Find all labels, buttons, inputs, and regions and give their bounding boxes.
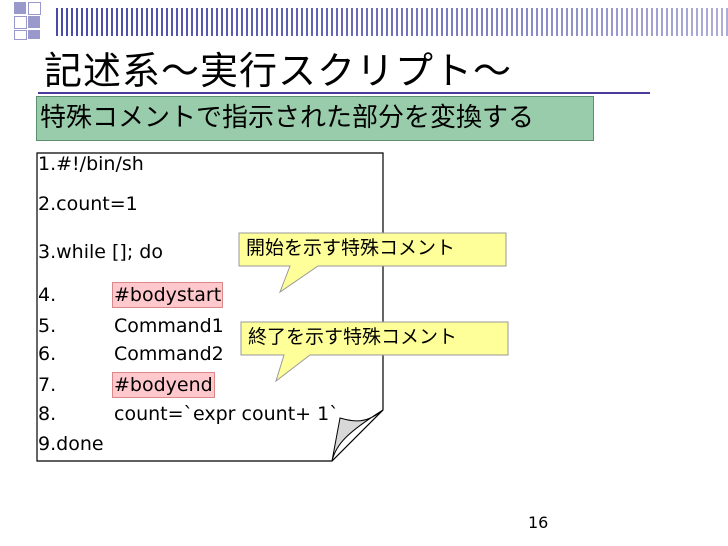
code-line: 9.done [38,432,104,456]
script-listing: 1.#!/bin/sh 2.count=1 3.while []; do 4. #bod… [36,152,384,462]
code-line: 3.while []; do [38,240,163,264]
callout-end-text: 終了を示す特殊コメント [248,326,458,348]
decorative-square [28,30,40,39]
line-number: 6. [38,343,57,365]
code-line: 7. #bodyend [38,372,215,398]
code-text: count=`expr count+ 1` [114,403,339,425]
callout-start-text: 開始を示す特殊コメント [246,237,456,259]
code-line: 5. Command1 [38,314,224,338]
subtitle-banner: 特殊コメントで指示された部分を変換する [36,96,594,141]
callout-start: 開始を示す特殊コメント [238,232,510,294]
code-text: Command2 [114,343,224,365]
code-text: while []; do [56,241,163,263]
header-decoration [0,0,728,42]
line-number: 4. [38,284,57,306]
line-number: 2. [38,193,57,215]
decorative-square [28,16,40,28]
line-number: 7. [38,374,57,396]
decorative-square [14,16,27,29]
special-comment: #bodyend [112,372,215,398]
line-number: 1. [38,153,57,175]
code-line: 8. count=`expr count+ 1` [38,402,339,426]
line-number: 8. [38,403,57,425]
code-line: 1.#!/bin/sh [38,152,144,176]
code-line: 6. Command2 [38,342,224,366]
decorative-square [14,2,26,14]
decorative-square [14,30,27,40]
slide-title: 記述系〜実行スクリプト〜 [44,49,513,93]
decorative-square [28,2,41,15]
title-underline [38,92,650,94]
page-number: 16 [528,513,549,532]
line-number: 3. [38,241,57,263]
callout-end: 終了を示す特殊コメント [240,321,512,383]
line-number: 5. [38,315,57,337]
code-text: done [56,433,104,455]
code-text: count=1 [56,193,138,215]
code-line: 2.count=1 [38,192,138,216]
code-line: 4. #bodystart [38,282,224,308]
line-number: 9. [38,433,57,455]
code-text: Command1 [114,315,224,337]
special-comment: #bodystart [112,282,224,308]
code-text: #!/bin/sh [56,153,144,175]
